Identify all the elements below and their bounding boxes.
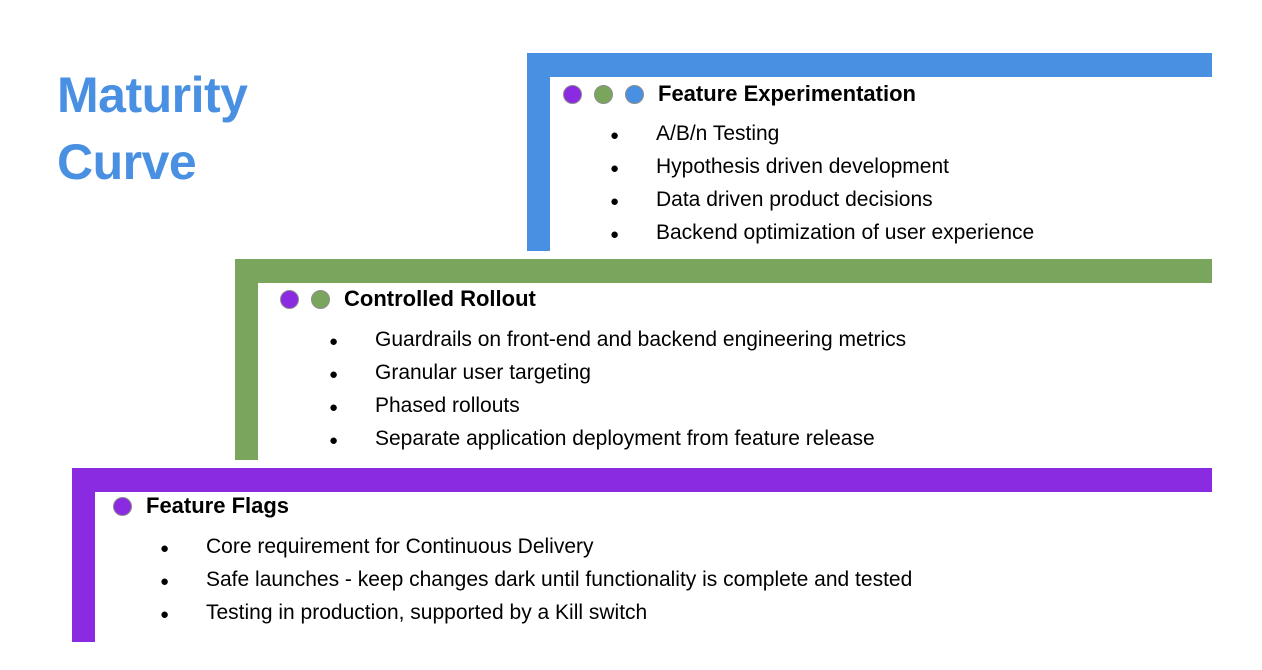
page-title: Maturity Curve — [57, 67, 248, 190]
tier-body-controlled-rollout: Controlled Rollout ● Guardrails on front… — [280, 288, 906, 456]
list-item-label: A/B/n Testing — [656, 122, 780, 145]
tier-bar-left-blue — [527, 53, 550, 251]
list-item: ● Backend optimization of user experienc… — [610, 217, 1034, 250]
bullet-list-feature-flags: ● Core requirement for Continuous Delive… — [160, 531, 912, 630]
list-item-label: Testing in production, supported by a Ki… — [206, 601, 648, 624]
tier-header-feature-experimentation: Feature Experimentation — [563, 83, 1034, 105]
list-item: ● Data driven product decisions — [610, 184, 1034, 217]
dot-green-icon — [594, 84, 613, 104]
tier-header-controlled-rollout: Controlled Rollout — [280, 288, 906, 310]
list-item-label: Phased rollouts — [375, 394, 520, 417]
tier-feature-experimentation: Feature Experimentation ● A/B/n Testing … — [527, 53, 1212, 251]
bullet-dot-icon: ● — [329, 366, 339, 383]
tier-controlled-rollout: Controlled Rollout ● Guardrails on front… — [235, 259, 1212, 460]
list-item-label: Safe launches - keep changes dark until … — [206, 568, 913, 591]
tier-dots-feature-experimentation — [563, 84, 656, 104]
tier-bar-left-green — [235, 259, 258, 460]
tier-body-feature-experimentation: Feature Experimentation ● A/B/n Testing … — [563, 83, 1034, 250]
bullet-list-controlled-rollout: ● Guardrails on front-end and backend en… — [329, 324, 906, 456]
list-item: ● Safe launches - keep changes dark unti… — [160, 564, 912, 597]
bullet-dot-icon: ● — [160, 573, 170, 590]
dot-green-icon — [311, 289, 330, 309]
list-item-label: Guardrails on front-end and backend engi… — [375, 328, 907, 351]
tier-header-feature-flags: Feature Flags — [113, 495, 912, 517]
list-item: ● Core requirement for Continuous Delive… — [160, 531, 912, 564]
tier-bar-left-purple — [72, 468, 95, 642]
tier-dots-controlled-rollout — [280, 289, 342, 309]
bullet-dot-icon: ● — [329, 399, 339, 416]
list-item-label: Granular user targeting — [375, 361, 591, 384]
bullet-dot-icon: ● — [610, 160, 620, 177]
list-item: ● Hypothesis driven development — [610, 151, 1034, 184]
tier-bar-top-blue — [527, 53, 1212, 77]
bullet-dot-icon: ● — [160, 540, 170, 557]
bullet-list-feature-experimentation: ● A/B/n Testing ● Hypothesis driven deve… — [610, 118, 1034, 250]
list-item: ● Separate application deployment from f… — [329, 423, 906, 456]
list-item: ● Phased rollouts — [329, 390, 906, 423]
tier-title-controlled-rollout: Controlled Rollout — [344, 286, 536, 311]
dot-purple-icon — [280, 289, 299, 309]
bullet-dot-icon: ● — [160, 606, 170, 623]
bullet-dot-icon: ● — [610, 193, 620, 210]
list-item-label: Core requirement for Continuous Delivery — [206, 535, 594, 558]
tier-dots-feature-flags — [113, 496, 144, 516]
bullet-dot-icon: ● — [610, 226, 620, 243]
list-item: ● Testing in production, supported by a … — [160, 597, 912, 630]
list-item-label: Hypothesis driven development — [656, 155, 949, 178]
list-item-label: Separate application deployment from fea… — [375, 427, 875, 450]
dot-blue-icon — [625, 84, 644, 104]
tier-title-feature-flags: Feature Flags — [146, 493, 290, 518]
list-item: ● Guardrails on front-end and backend en… — [329, 324, 906, 357]
bullet-dot-icon: ● — [329, 432, 339, 449]
tier-title-feature-experimentation: Feature Experimentation — [658, 81, 916, 106]
dot-purple-icon — [113, 496, 132, 516]
list-item-label: Data driven product decisions — [656, 188, 933, 211]
list-item-label: Backend optimization of user experience — [656, 221, 1035, 244]
list-item: ● Granular user targeting — [329, 357, 906, 390]
tier-bar-top-green — [235, 259, 1212, 283]
bullet-dot-icon: ● — [610, 127, 620, 144]
bullet-dot-icon: ● — [329, 333, 339, 350]
tier-feature-flags: Feature Flags ● Core requirement for Con… — [72, 468, 1212, 642]
tier-bar-top-purple — [72, 468, 1212, 492]
list-item: ● A/B/n Testing — [610, 118, 1034, 151]
tier-body-feature-flags: Feature Flags ● Core requirement for Con… — [113, 495, 912, 630]
dot-purple-icon — [563, 84, 582, 104]
